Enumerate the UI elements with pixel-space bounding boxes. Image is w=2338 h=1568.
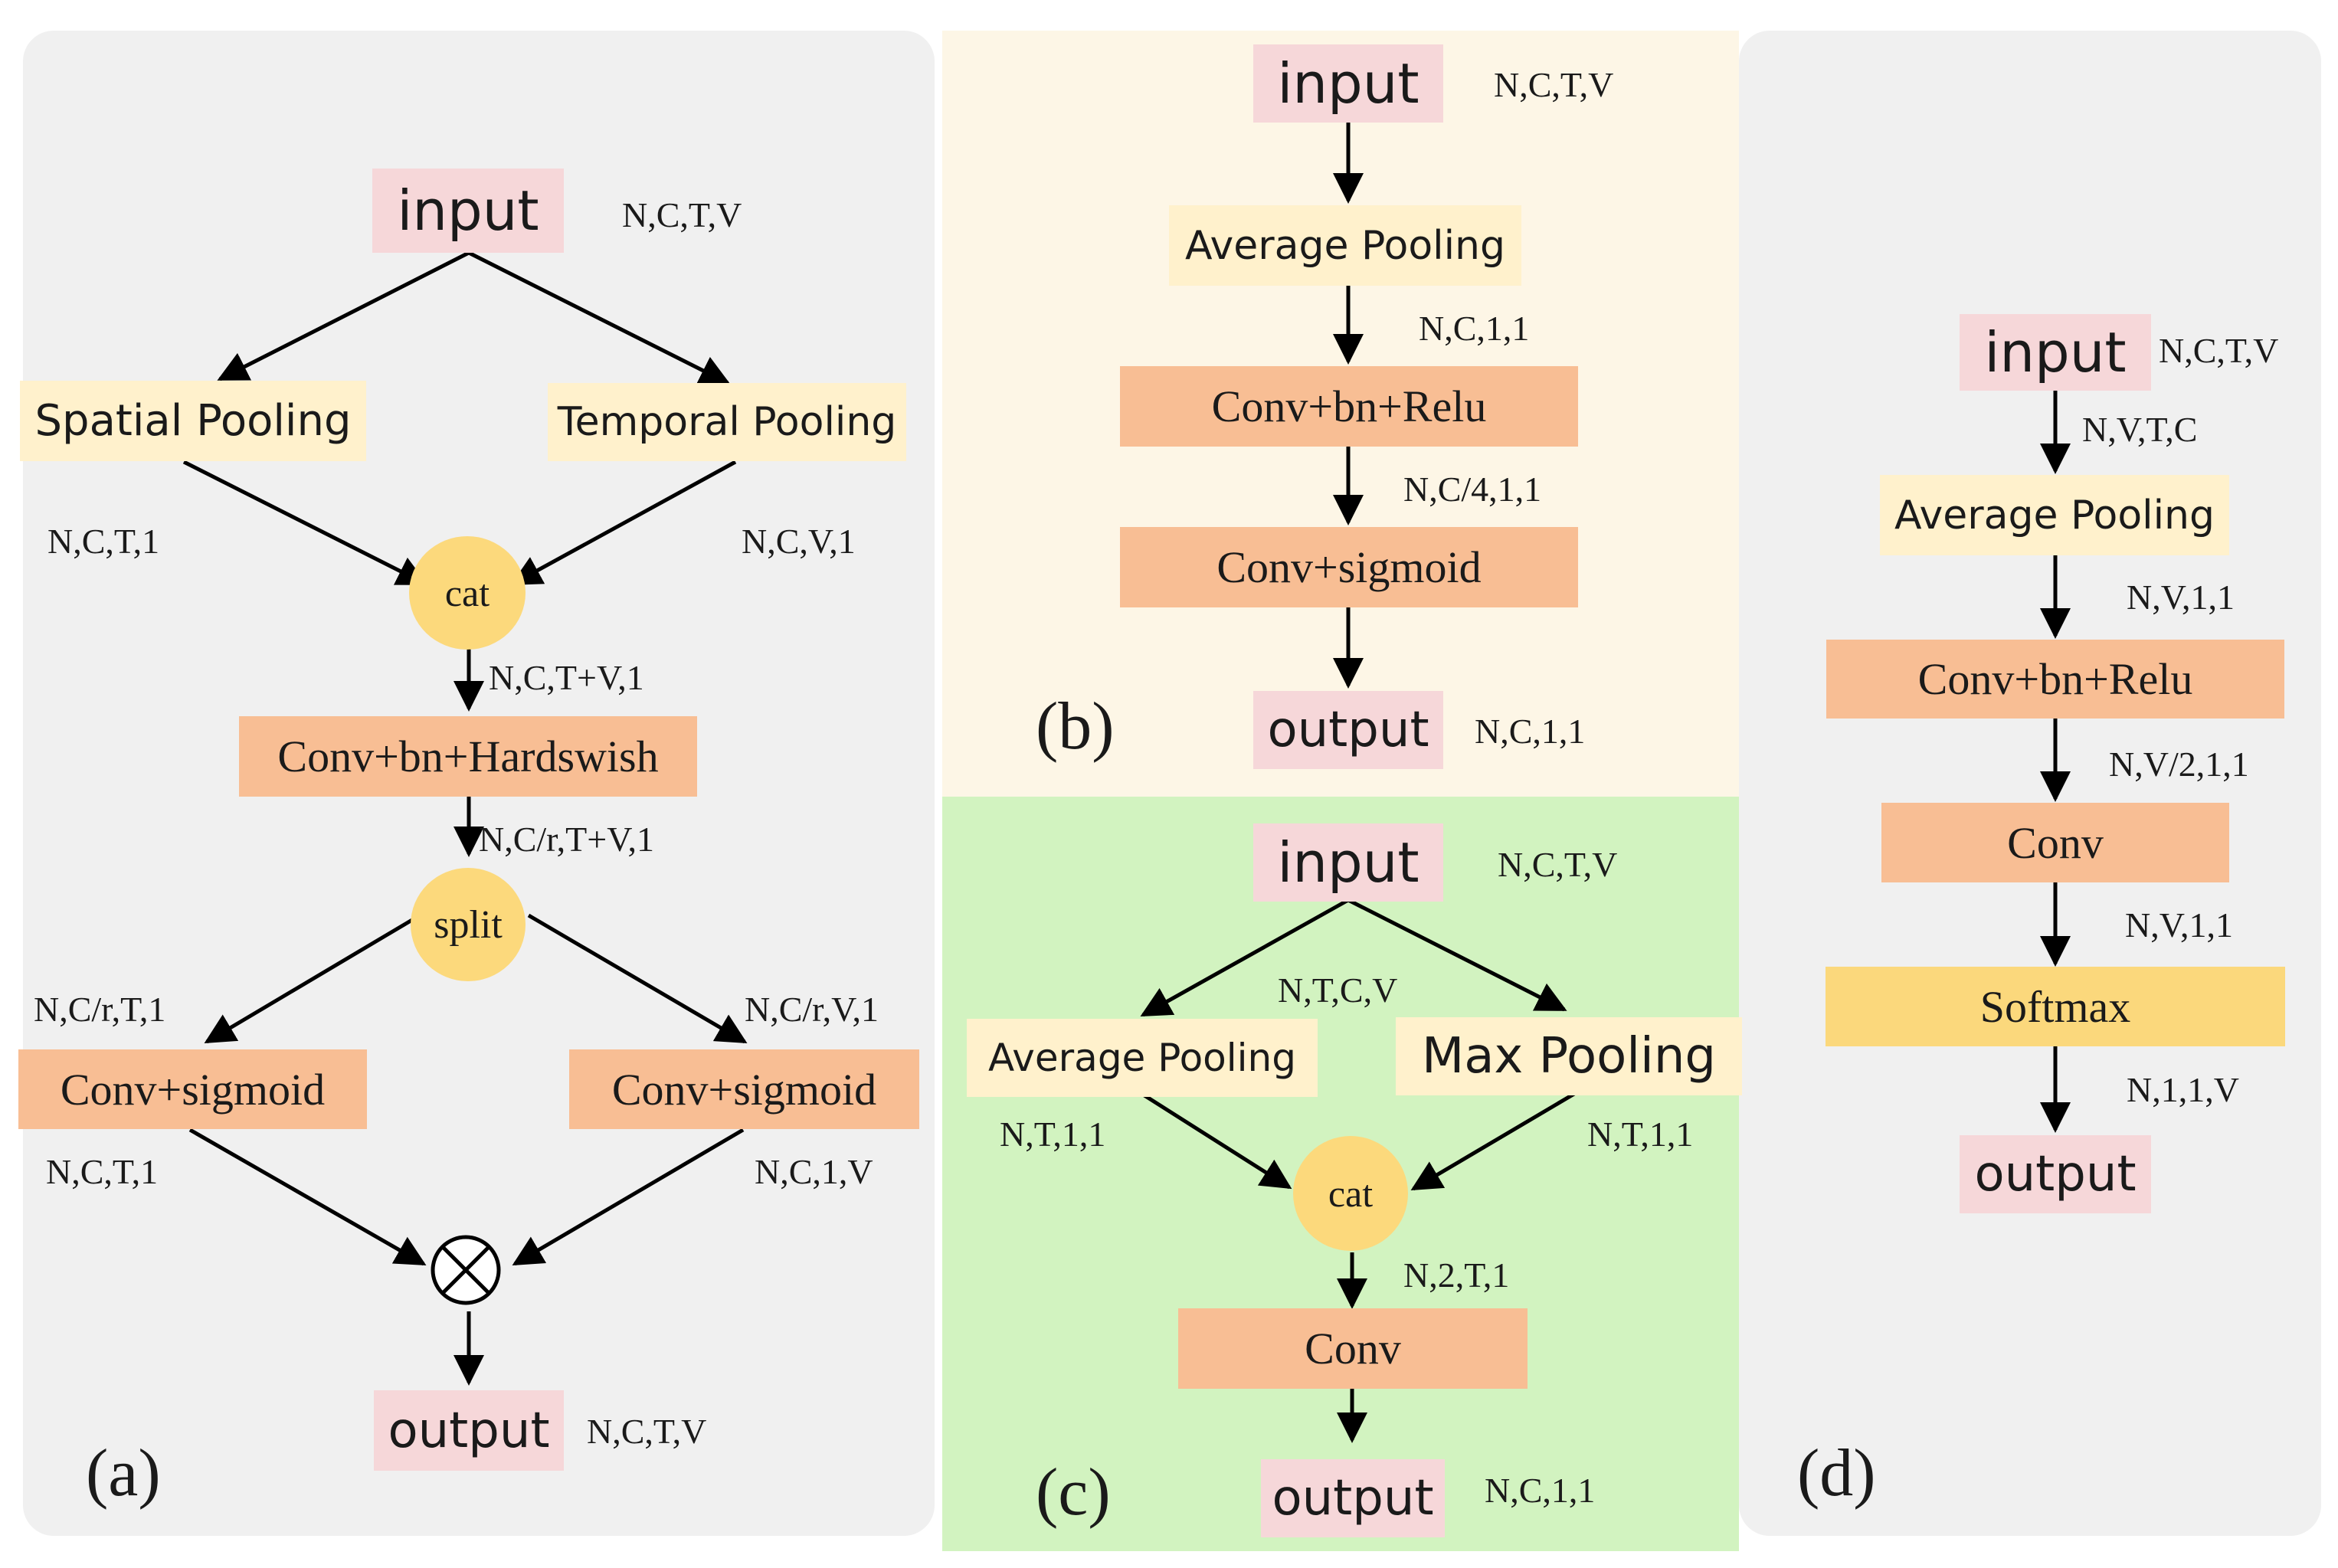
panel-b-input-node: input [1253,44,1443,123]
panel-a-output-shape: N,C,T,V [587,1412,707,1451]
panel-a-conv-sigmoid-right-node: Conv+sigmoid [569,1049,919,1129]
panel-a-input-node: input [372,169,564,253]
panel-c-average-pooling-node: Average Pooling [967,1019,1318,1097]
panel-c-avg-shape: N,T,1,1 [1000,1115,1106,1154]
panel-a-split-left-shape: N,C/r,T,1 [34,990,166,1029]
panel-c-max-shape: N,T,1,1 [1587,1115,1694,1154]
panel-a-label: (a) [86,1436,161,1511]
panel-a-conv-shape: N,C/r,T+V,1 [479,820,654,859]
panel-d-pool-shape: N,V,1,1 [2127,578,2235,617]
panel-d-input-shape: N,C,T,V [2159,331,2279,370]
panel-d-background [1739,31,2321,1536]
panel-c-conv-node: Conv [1178,1308,1528,1389]
panel-b-conv-relu-node: Conv+bn+Relu [1120,366,1578,447]
panel-a-temporal-shape: N,C,V,1 [742,522,856,561]
panel-a-input-shape: N,C,T,V [622,195,742,234]
panel-b-average-pooling-node: Average Pooling [1169,205,1521,286]
panel-a-spatial-pooling-node: Spatial Pooling [20,381,366,461]
panel-a-output-node: output [374,1390,564,1471]
panel-a-cat-node: cat [409,536,526,650]
panel-b-pool-shape: N,C,1,1 [1419,309,1530,348]
panel-d-average-pooling-node: Average Pooling [1880,475,2229,555]
panel-a-cat-shape: N,C,T+V,1 [489,658,644,697]
panel-d-permute-shape: N,V,T,C [2082,410,2198,449]
panel-d-label: (d) [1797,1436,1876,1511]
panel-c-input-node: input [1253,823,1443,902]
panel-b-conv-sigmoid-node: Conv+sigmoid [1120,527,1578,607]
panel-d-softmax-shape: N,1,1,V [2127,1070,2239,1109]
panel-b-label: (b) [1036,689,1115,764]
panel-b-conv-relu-shape: N,C/4,1,1 [1403,470,1542,509]
panel-d-output-node: output [1960,1135,2151,1213]
panel-d-conv-relu-node: Conv+bn+Relu [1826,640,2284,719]
panel-c-cat-shape: N,2,T,1 [1403,1255,1510,1295]
panel-c-output-node: output [1261,1459,1445,1537]
panel-c-output-shape: N,C,1,1 [1485,1471,1596,1510]
panel-a-split-right-shape: N,C/r,V,1 [745,990,879,1029]
panel-a-conv-hardswish-node: Conv+bn+Hardswish [239,716,697,797]
panel-a-left-out-shape: N,C,T,1 [46,1152,159,1191]
panel-b-output-shape: N,C,1,1 [1475,712,1586,751]
panel-c-max-pooling-node: Max Pooling [1396,1017,1742,1095]
panel-d-conv-node: Conv [1881,803,2229,882]
panel-a-split-node: split [411,868,526,981]
panel-d-softmax-node: Softmax [1826,967,2285,1046]
panel-d-conv-relu-shape: N,V/2,1,1 [2109,745,2249,784]
panel-b-input-shape: N,C,T,V [1494,65,1614,104]
panel-c-input-shape: N,C,T,V [1498,845,1618,884]
panel-d-input-node: input [1960,314,2151,391]
panel-a-multiply-icon [431,1235,501,1305]
panel-c-cat-node: cat [1293,1136,1408,1251]
panel-c-permute-shape: N,T,C,V [1278,971,1398,1010]
panel-a-spatial-shape: N,C,T,1 [47,522,160,561]
panel-d-conv-shape: N,V,1,1 [2125,905,2234,944]
panel-a-conv-sigmoid-left-node: Conv+sigmoid [18,1049,367,1129]
panel-a-temporal-pooling-node: Temporal Pooling [548,383,906,461]
panel-a-right-out-shape: N,C,1,V [755,1152,873,1191]
panel-b-output-node: output [1253,691,1443,769]
panel-c-label: (c) [1036,1455,1111,1530]
